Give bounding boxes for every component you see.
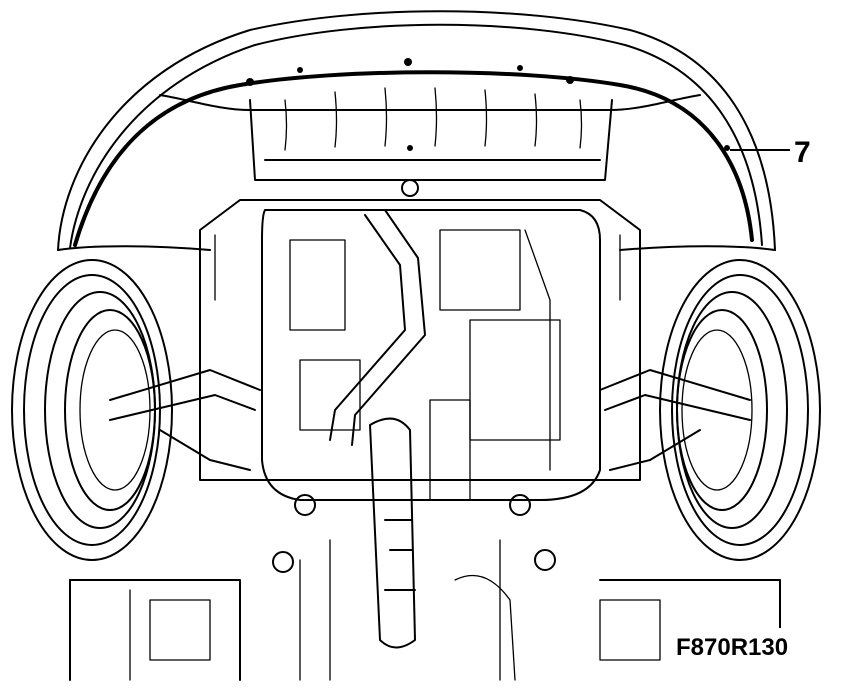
lower-floor xyxy=(69,539,781,681)
right-wheel xyxy=(659,259,821,561)
figure-code-background xyxy=(670,628,820,662)
floor-details xyxy=(214,229,621,501)
exhaust-pipe xyxy=(329,209,426,649)
bumper-cover xyxy=(57,10,776,251)
left-wheel xyxy=(11,259,173,561)
callout-dot xyxy=(724,145,730,151)
callout-number: 7 xyxy=(794,136,811,169)
diffuser-panel xyxy=(246,58,613,181)
callout-7: 7 xyxy=(724,136,811,169)
rear-subframe xyxy=(109,179,751,573)
figure-code: F870R130 xyxy=(676,634,788,661)
